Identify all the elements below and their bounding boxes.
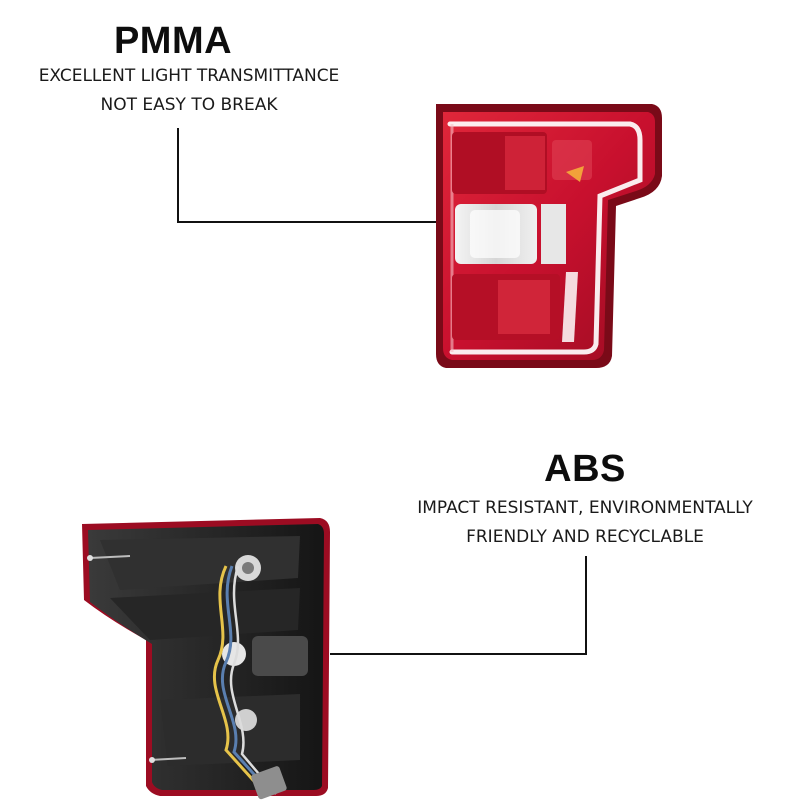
abs-description-line: IMPACT RESISTANT, ENVIRONMENTALLY: [417, 498, 753, 518]
tail-lamp-back: [82, 518, 330, 800]
pmma-description-line: NOT EASY TO BREAK: [100, 95, 278, 115]
pmma-leader-line: [177, 128, 436, 223]
tail-lamp-front: [436, 104, 662, 368]
abs-leader-line: [330, 556, 587, 655]
abs-description: IMPACT RESISTANT, ENVIRONMENTALLY FRIEND…: [385, 494, 785, 552]
pmma-title: PMMA: [113, 20, 233, 62]
abs-description-line: FRIENDLY AND RECYCLABLE: [466, 527, 704, 547]
pmma-description-line: EXCELLENT LIGHT TRANSMITTANCE: [38, 66, 340, 86]
pmma-description: EXCELLENT LIGHT TRANSMITTANCE NOT EASY T…: [14, 62, 364, 120]
abs-title: ABS: [544, 448, 626, 490]
